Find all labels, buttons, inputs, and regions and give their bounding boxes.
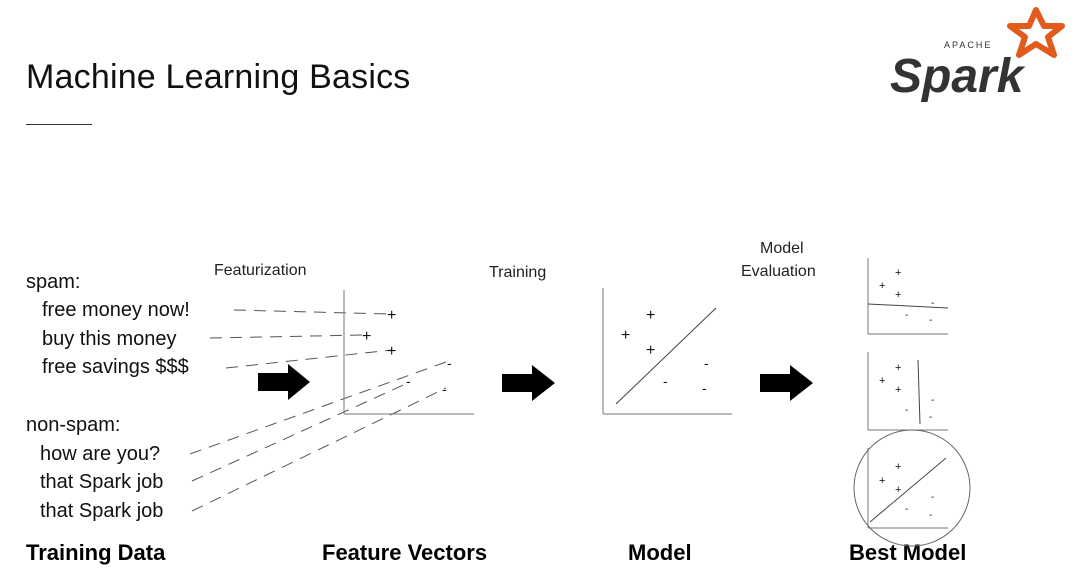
decision-boundary xyxy=(615,307,717,405)
mapping-line xyxy=(209,334,365,339)
label-model: Model xyxy=(628,540,692,565)
plus-mark: + xyxy=(879,280,885,292)
candidate-model-3 xyxy=(853,429,971,547)
minus-mark: - xyxy=(442,381,447,397)
spam-header: spam: xyxy=(26,271,81,293)
plus-mark: + xyxy=(895,362,901,374)
minus-mark: - xyxy=(663,373,668,389)
logo-apache-text: APACHE xyxy=(944,40,992,50)
mapping-lines xyxy=(189,309,447,512)
plus-mark: + xyxy=(895,289,901,301)
mapping-line xyxy=(225,349,393,369)
model-plot xyxy=(602,288,732,415)
plus-mark: + xyxy=(646,307,655,324)
plus-mark: + xyxy=(895,384,901,396)
minus-mark: - xyxy=(905,405,908,416)
label-feature-vectors: Feature Vectors xyxy=(322,540,488,565)
nonspam-item: that Spark job xyxy=(40,500,164,522)
nonspam-header: non-spam: xyxy=(26,414,121,436)
label-training-data: Training Data xyxy=(26,540,166,565)
minus-mark: - xyxy=(704,355,709,371)
plus-mark: + xyxy=(362,328,371,345)
mapping-line xyxy=(233,309,391,315)
plus-mark: + xyxy=(387,343,396,360)
minus-mark: - xyxy=(905,310,908,321)
title-underline xyxy=(26,124,92,125)
minus-mark: - xyxy=(447,355,452,371)
label-best-model: Best Model xyxy=(849,540,967,565)
stage-featurization: Featurization xyxy=(214,262,307,279)
best-model-highlight-circle xyxy=(853,429,971,547)
plot-symbols: + + + - - - + + + - - - + + + - - - + + … xyxy=(362,267,934,521)
minus-mark: - xyxy=(931,298,934,309)
candidate-model-1 xyxy=(867,258,949,335)
minus-mark: - xyxy=(931,395,934,406)
plus-mark: + xyxy=(621,327,630,344)
minus-mark: - xyxy=(929,315,932,326)
minus-mark: - xyxy=(929,412,932,423)
candidate-model-2 xyxy=(867,352,948,431)
plus-mark: + xyxy=(895,267,901,279)
nonspam-item: that Spark job xyxy=(40,471,164,493)
minus-mark: - xyxy=(929,510,932,521)
decision-boundary xyxy=(917,359,921,425)
decision-boundary xyxy=(869,457,947,523)
stage-evaluation-line1: Model xyxy=(760,240,804,257)
minus-mark: - xyxy=(931,492,934,503)
spark-star-icon xyxy=(1007,7,1065,58)
feature-vectors-plot xyxy=(343,290,474,415)
arrow-right-icon xyxy=(502,365,555,401)
mapping-line xyxy=(191,381,411,482)
spam-item: free money now! xyxy=(42,299,190,321)
plus-mark: + xyxy=(387,307,396,324)
mapping-line xyxy=(191,387,447,512)
minus-mark: - xyxy=(406,373,411,389)
decision-boundary xyxy=(867,303,949,309)
logo-spark-text: Spark xyxy=(890,50,1026,103)
spam-item: free savings $$$ xyxy=(42,356,189,378)
plus-mark: + xyxy=(879,475,885,487)
page-title: Machine Learning Basics xyxy=(26,58,411,96)
arrow-right-icon xyxy=(258,364,310,400)
plus-mark: + xyxy=(895,484,901,496)
mapping-line xyxy=(189,361,447,455)
stage-evaluation-line2: Evaluation xyxy=(741,263,816,280)
minus-mark: - xyxy=(905,504,908,515)
minus-mark: - xyxy=(702,380,707,396)
spam-item: buy this money xyxy=(42,328,177,350)
plus-mark: + xyxy=(895,461,901,473)
arrow-right-icon xyxy=(760,365,813,401)
nonspam-item: how are you? xyxy=(40,443,161,465)
stage-training: Training xyxy=(489,264,547,281)
plus-mark: + xyxy=(646,342,655,359)
plus-mark: + xyxy=(879,375,885,387)
